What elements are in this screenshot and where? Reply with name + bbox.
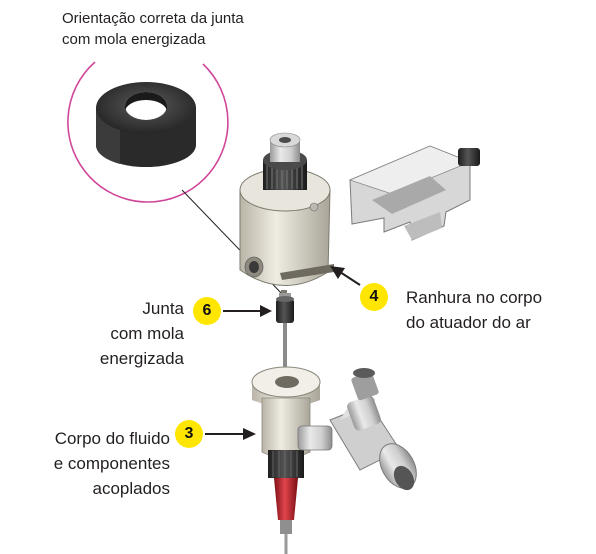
callout-4-badge: 4 (360, 283, 388, 311)
arrow-right-icon (205, 428, 256, 440)
callout-3-line-3: acoplados (92, 479, 170, 498)
caption-line-2: com mola energizada (62, 31, 206, 48)
callout-3-badge: 3 (175, 420, 203, 448)
callout-3-line-2: e componentes (53, 454, 170, 473)
callout-4-line-1: Ranhura no corpo (406, 288, 543, 307)
callout-3-label: Corpo do fluido e componentes acoplados (4, 426, 170, 501)
caption: Orientação correta da junta com mola ene… (62, 8, 244, 50)
callout-6-line-3: energizada (99, 349, 184, 368)
fluid-body (251, 366, 321, 554)
callout-4-label: Ranhura no corpo do atuador do ar (406, 285, 542, 335)
caption-line-1: Orientação correta da junta (62, 10, 244, 27)
callout-6-label: Junta com mola energizada (60, 296, 184, 371)
spring-energized-gasket (276, 293, 294, 323)
mounting-clamp (348, 145, 480, 241)
seal-ring-icon (95, 82, 196, 167)
callout-4-line-2: do atuador do ar (406, 313, 531, 332)
adjustment-knob (263, 132, 307, 190)
callout-3-line-1: Corpo do fluido (54, 429, 170, 448)
fluid-inlet-fitting (297, 368, 417, 491)
arrow-right-icon (223, 305, 272, 317)
callout-6-line-1: Junta (142, 299, 184, 318)
callout-6-line-2: com mola (110, 324, 184, 343)
air-actuator-body (239, 168, 334, 298)
highlight-circle (67, 61, 229, 203)
arrow-left-icon (330, 266, 361, 286)
callout-6-badge: 6 (193, 297, 221, 325)
